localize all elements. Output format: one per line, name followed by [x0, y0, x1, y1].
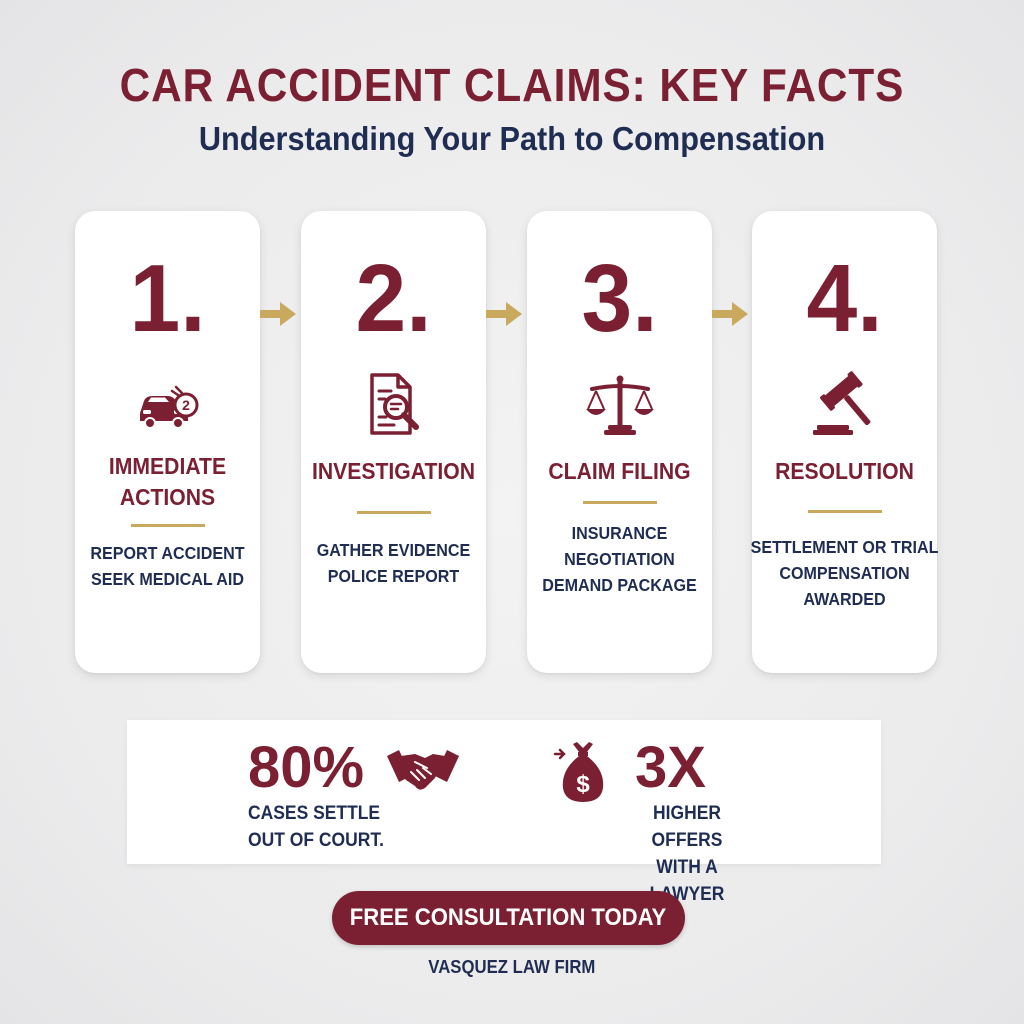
scales-of-justice-icon: [584, 369, 656, 441]
car-crash-icon: 2: [132, 369, 204, 441]
step-divider: [582, 501, 657, 504]
step-title: IMMEDIATE ACTIONS: [108, 453, 227, 510]
step-divider: [130, 524, 205, 527]
step-number: 1.: [129, 245, 206, 352]
step-divider: [356, 511, 431, 514]
arrow-right-icon: [486, 302, 522, 326]
step-number: 4.: [806, 245, 883, 352]
step-description: GATHER EVIDENCE POLICE REPORT: [316, 540, 471, 586]
firm-name: VASQUEZ LAW FIRM: [428, 957, 596, 977]
step-divider: [807, 510, 882, 513]
gavel-icon: [809, 369, 881, 441]
stat-offer-value: 3X: [635, 735, 706, 800]
money-bag-icon: $: [553, 736, 613, 808]
svg-text:2: 2: [182, 397, 190, 413]
page-title: CAR ACCIDENT CLAIMS: KEY FACTS: [119, 59, 905, 111]
step-card-investigation: 2. INVESTIGATION GATHER EVIDENCE POLICE …: [301, 211, 486, 673]
handshake-icon: [385, 742, 461, 798]
step-title: RESOLUTION: [775, 458, 914, 484]
page-subtitle: Understanding Your Path to Compensation: [198, 120, 826, 157]
arrow-right-icon: [712, 302, 748, 326]
step-title: INVESTIGATION: [311, 458, 476, 484]
step-card-claim-filing: 3. CLAIM FILING INSURANCE NEGOTIATION DE…: [527, 211, 712, 673]
arrow-right-icon: [260, 302, 296, 326]
free-consultation-button[interactable]: FREE CONSULTATION TODAY: [332, 891, 685, 945]
stat-settle-value: 80%: [248, 735, 365, 800]
step-card-resolution: 4. RESOLUTION SETTLEMENT OR TRIAL COMPEN…: [750, 211, 939, 673]
svg-text:$: $: [576, 771, 590, 798]
document-search-icon: [358, 369, 430, 441]
step-number: 3.: [581, 245, 658, 352]
step-description: SETTLEMENT OR TRIAL COMPENSATION AWARDED: [750, 537, 939, 609]
step-title: CLAIM FILING: [548, 458, 691, 484]
step-description: INSURANCE NEGOTIATION DEMAND PACKAGE: [542, 523, 697, 595]
stats-panel: 80% CASES SETTLE OUT OF COURT. $ 3X HIGH…: [127, 720, 881, 905]
stat-offer-caption: HIGHER OFFERS WITH A LAWYER: [649, 803, 725, 905]
stat-settle-caption: CASES SETTLE OUT OF COURT.: [248, 803, 384, 851]
step-card-immediate-actions: 1. 2 IMMEDIATE ACTIONS REPORT ACCIDENT S…: [75, 211, 260, 673]
step-number: 2.: [355, 245, 432, 352]
step-description: REPORT ACCIDENT SEEK MEDICAL AID: [90, 543, 245, 589]
